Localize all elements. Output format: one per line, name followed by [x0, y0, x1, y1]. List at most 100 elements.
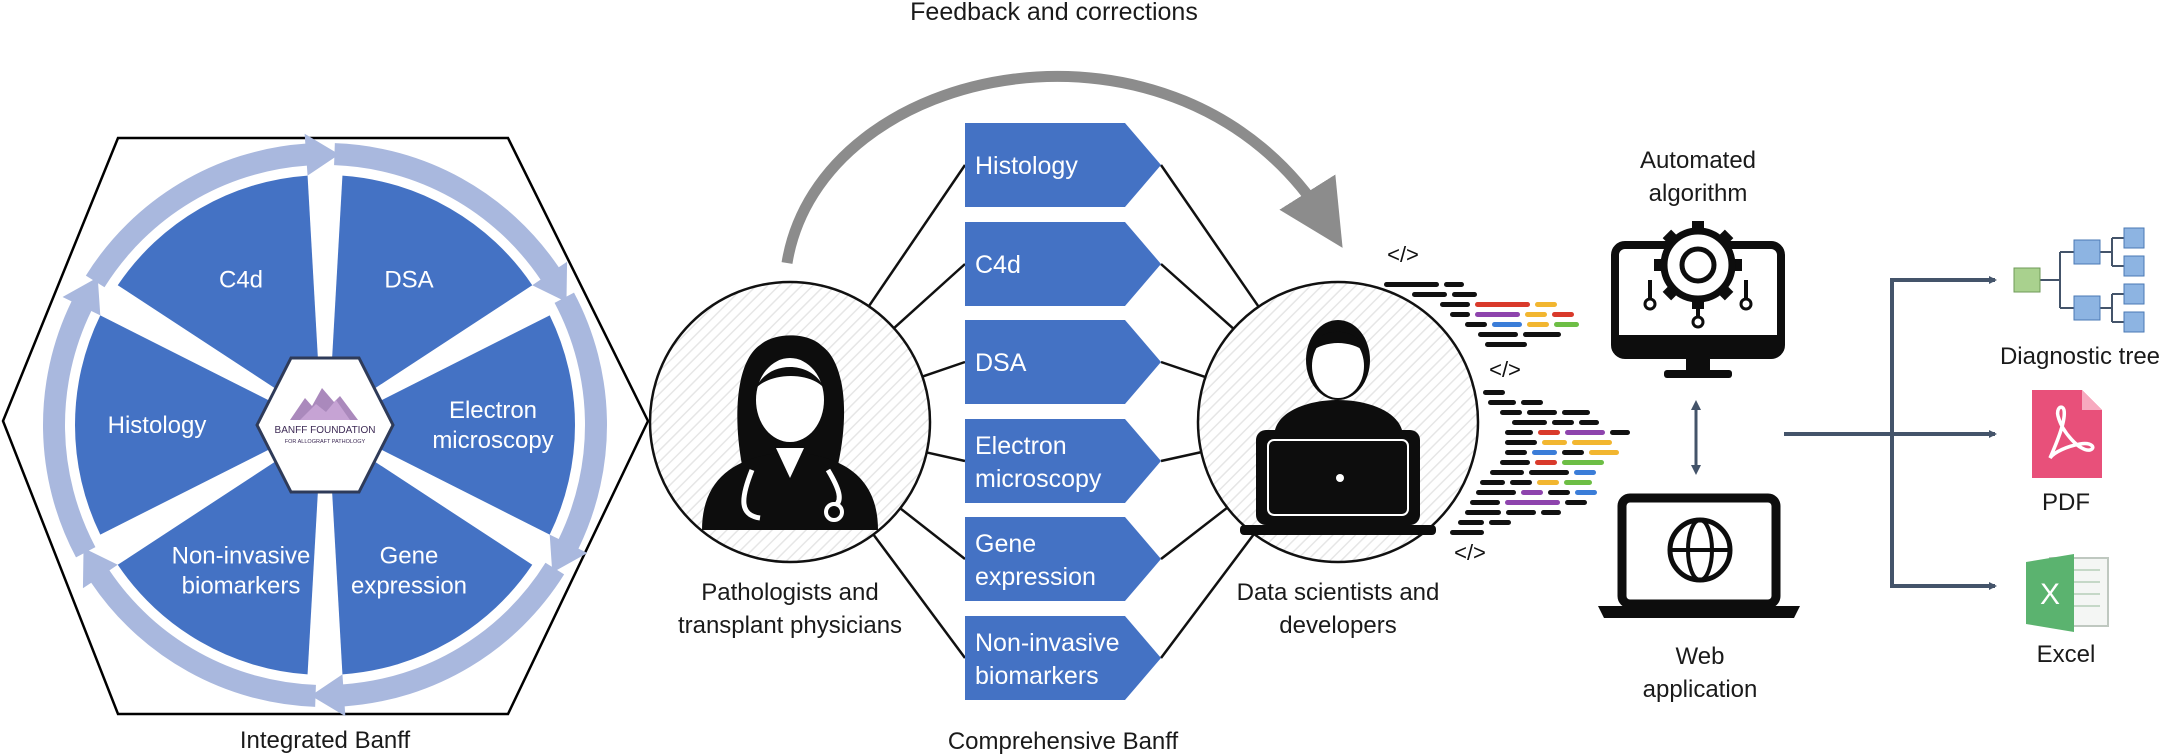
text-line: expression — [975, 563, 1096, 591]
data-type-tag — [965, 517, 1161, 601]
connector-line — [893, 263, 966, 330]
code-line — [1492, 322, 1522, 327]
wheel-segment — [362, 315, 575, 535]
code-line — [1465, 510, 1501, 515]
connector-line — [1160, 263, 1235, 330]
text-line: DSA — [975, 349, 1027, 377]
code-line — [1521, 400, 1543, 405]
text-line: Electron — [449, 397, 537, 424]
segment-label: Histology — [108, 412, 207, 439]
code-line — [1535, 302, 1557, 307]
code-line — [1579, 420, 1599, 425]
output-arrows — [1784, 276, 1997, 590]
connector-line — [1160, 533, 1255, 659]
tag-label: C4d — [975, 251, 1021, 279]
text-line: C4d — [219, 267, 263, 294]
code-tag: </> — [1454, 540, 1486, 565]
code-line — [1548, 490, 1570, 495]
laptop-globe-icon — [1598, 493, 1800, 618]
excel-label: Excel — [2037, 641, 2096, 668]
wheel-segment — [75, 315, 288, 535]
text-line: Pathologists and — [701, 579, 878, 606]
wheel-segment — [117, 449, 320, 675]
text-line: DSA — [384, 267, 433, 294]
code-line — [1480, 480, 1505, 485]
tag-label: DSA — [975, 349, 1027, 377]
text-line: C4d — [975, 251, 1021, 279]
data-type-tag — [965, 222, 1161, 306]
data-type-tag — [965, 419, 1161, 503]
feedback-label: Feedback and corrections — [910, 0, 1198, 26]
integrated-banff-caption: Integrated Banff — [240, 727, 411, 754]
wheel-segment — [117, 175, 320, 401]
connection-lines — [867, 164, 1260, 659]
connector-line — [1160, 450, 1202, 463]
code-line — [1552, 420, 1574, 425]
connector-line — [899, 507, 966, 560]
pdf-icon — [2032, 390, 2102, 478]
code-line — [1465, 322, 1487, 327]
logo-subtitle: FOR ALLOGRAFT PATHOLOGY — [285, 439, 366, 445]
code-line — [1444, 282, 1464, 287]
code-line — [1476, 490, 1516, 495]
code-line — [1505, 450, 1527, 455]
code-line — [1485, 342, 1527, 347]
segment-label: DSA — [384, 267, 433, 294]
code-line — [1500, 410, 1522, 415]
code-line — [1565, 430, 1605, 435]
text-line: microscopy — [432, 427, 553, 454]
center-hexagon — [255, 356, 395, 494]
text-line: Non-invasive — [975, 629, 1120, 657]
text-line: Data scientists and — [1237, 579, 1440, 606]
code-line — [1478, 332, 1518, 337]
text-line: Non-invasive — [172, 542, 311, 569]
code-line — [1510, 480, 1532, 485]
text-line: biomarkers — [182, 572, 301, 599]
text-line: expression — [351, 572, 467, 599]
diagnostic-tree-output: Diagnostic tree — [2000, 227, 2160, 370]
diagnostic-tree-icon — [2013, 227, 2145, 333]
code-line — [1458, 520, 1484, 525]
wheel-segment — [330, 449, 533, 675]
text-line: microscopy — [975, 465, 1102, 493]
monitor-gear-icon — [1611, 221, 1785, 378]
code-line — [1541, 510, 1561, 515]
cycle-arrow — [549, 292, 607, 573]
code-line — [1412, 292, 1447, 297]
code-line — [1489, 520, 1511, 525]
diagnostic-tree-label: Diagnostic tree — [2000, 343, 2160, 370]
wheel-segment — [330, 175, 533, 401]
text-line: Automated — [1640, 147, 1756, 174]
cycle-arrows — [43, 133, 607, 717]
connector-line — [1160, 506, 1229, 560]
code-line — [1575, 490, 1597, 495]
code-line — [1440, 302, 1470, 307]
code-line — [1537, 480, 1559, 485]
code-line — [1450, 312, 1470, 317]
code-line — [1532, 450, 1557, 455]
code-line — [1529, 470, 1569, 475]
cycle-arrow — [310, 562, 565, 717]
connector-line — [1160, 360, 1206, 379]
data-type-tag — [965, 616, 1161, 700]
text-line: Electron — [975, 432, 1067, 460]
code-line — [1527, 410, 1557, 415]
code-line — [1505, 430, 1533, 435]
code-line — [1535, 460, 1557, 465]
code-line — [1450, 530, 1484, 535]
doctor-icon — [702, 335, 878, 530]
tag-label: Histology — [975, 152, 1078, 180]
code-line — [1610, 430, 1630, 435]
code-line — [1554, 322, 1579, 327]
comprehensive-banff-caption: Comprehensive Banff — [948, 728, 1179, 755]
